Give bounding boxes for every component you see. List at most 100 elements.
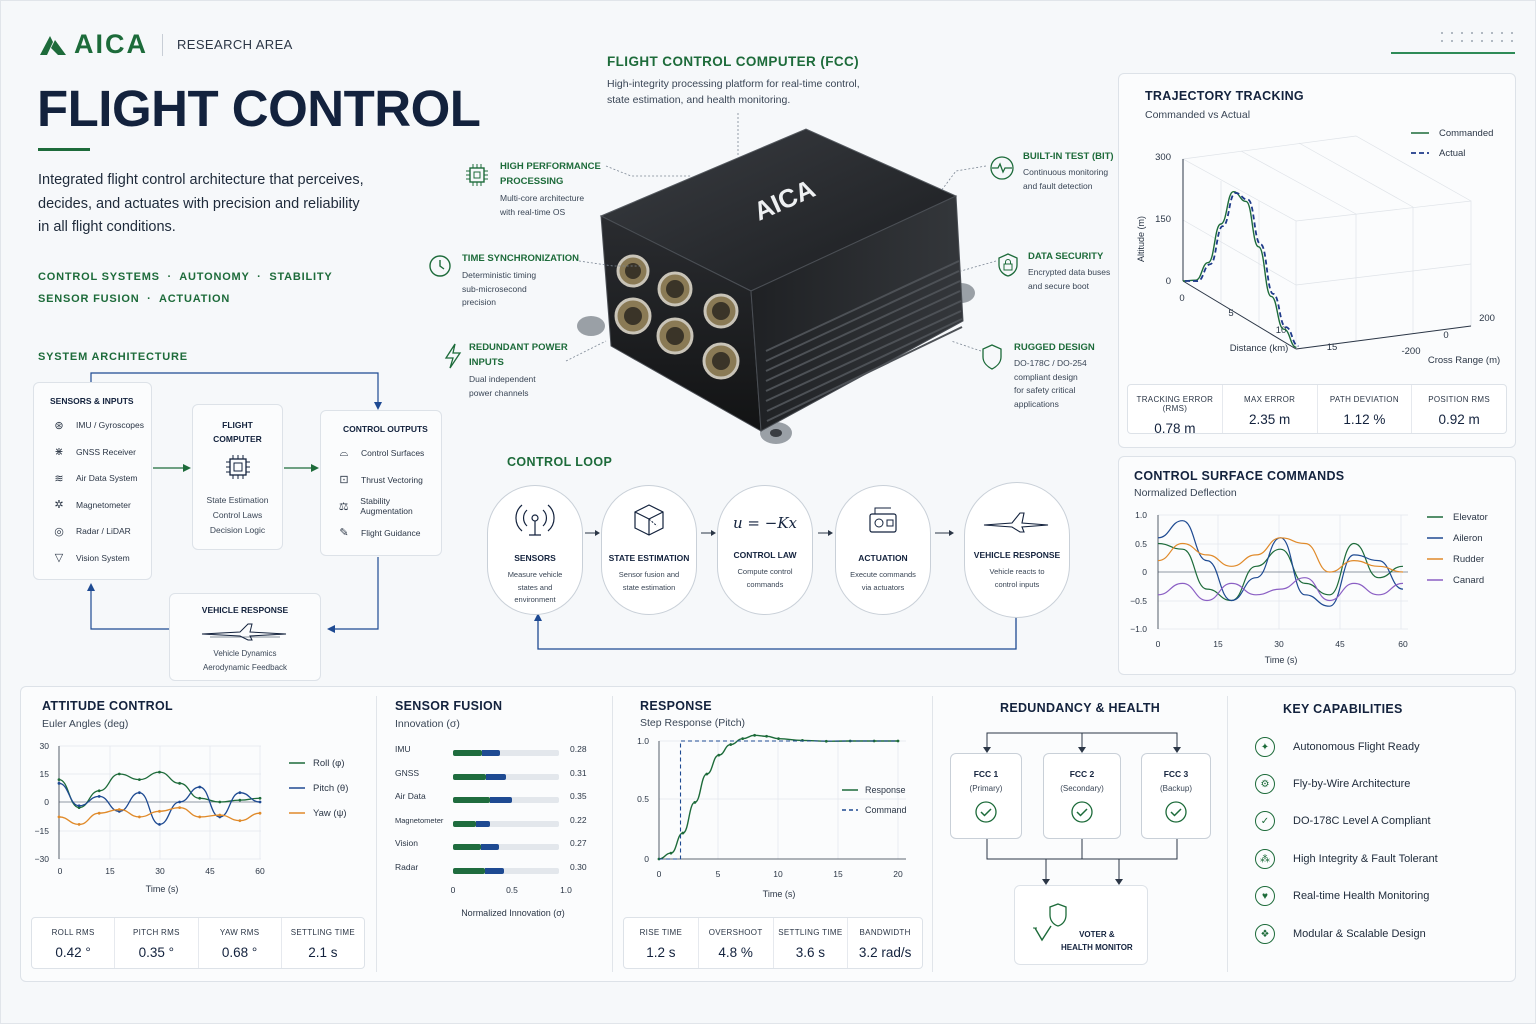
panel-divider: [612, 696, 613, 972]
fusion-bar-track: [453, 773, 559, 780]
axis-label: Time (s): [146, 884, 179, 894]
clock-icon: [429, 255, 451, 277]
fcc-desc-1: High-integrity processing platform for r…: [607, 78, 860, 90]
loop-step-desc: states and: [517, 582, 553, 592]
data-point: [117, 808, 121, 811]
callout-title: TIME SYNCHRONIZATION: [462, 253, 579, 264]
data-point: [57, 778, 61, 781]
shield-icon: ♥: [1255, 886, 1275, 906]
sensor-radar: ◎Radar / LiDAR: [50, 518, 151, 545]
tick-label: 0: [44, 797, 49, 807]
callout-leaders: [565, 113, 997, 362]
metric-label: PITCH RMS: [133, 928, 180, 937]
cube-icon: [634, 504, 664, 536]
metric-label: BANDWIDTH: [859, 928, 911, 937]
vr-desc-1: Vehicle Dynamics: [213, 649, 277, 658]
data-point: [872, 739, 876, 743]
data-point: [117, 772, 121, 776]
legend-label: Canard: [1453, 575, 1484, 586]
surface-chart: 1.0 0.5 0 −0.5 −1.0 0 15 30 45 60 Time (…: [1130, 510, 1488, 665]
fusion-bar-track: [453, 820, 559, 827]
hero-description: Integrated flight control architecture t…: [38, 172, 364, 235]
lightning-icon: [444, 343, 462, 369]
fusion-value: 0.28: [570, 744, 587, 754]
loop-step-desc: commands: [746, 579, 784, 589]
capabilities-title: KEY CAPABILITIES: [1283, 702, 1403, 716]
tick-label: 150: [1155, 214, 1171, 225]
surface-series-line: [1157, 542, 1404, 602]
tick-label: −1.0: [1130, 624, 1147, 634]
heartbeat-icon: [990, 156, 1014, 180]
sensor-label: Vision System: [76, 552, 130, 563]
callout-bit: BUILT-IN TEST (BIT) Continuous monitorin…: [989, 149, 1114, 193]
capability-label: Fly-by-Wire Architecture: [1293, 778, 1411, 790]
callout-title: REDUNDANT POWER: [469, 342, 568, 353]
axis-label: Normalized Innovation (σ): [461, 908, 565, 918]
legend-label: Pitch (θ): [313, 783, 348, 794]
fusion-value: 0.31: [570, 767, 587, 778]
control-outputs-box: CONTROL OUTPUTS ⌓Control Surfaces ⊡Thrus…: [320, 410, 442, 556]
brand-name: AICA: [74, 29, 148, 59]
data-point: [158, 823, 161, 826]
capability-item: ⁂High Integrity & Fault Tolerant: [1255, 849, 1438, 869]
fusion-bar-track: [453, 867, 559, 874]
tick-label: 0: [657, 869, 662, 879]
sensor-gnss: ⋇GNSS Receiver: [50, 439, 151, 466]
loop-connectors: [534, 530, 1017, 650]
fcc-unit-1: FCC 1 (Primary): [950, 753, 1022, 839]
tick-label: 15: [1213, 639, 1223, 649]
fcc-unit-role: (Secondary): [1060, 784, 1104, 793]
fusion-sensor-label: Air Data: [395, 791, 426, 801]
trajectory-series-line: [1182, 190, 1297, 348]
data-point: [896, 739, 900, 743]
tick-label: 0: [1179, 293, 1184, 304]
control-law-formula: u = −Kx: [733, 514, 797, 532]
surface-series-line: [1157, 577, 1404, 602]
fc-item: Control Laws: [212, 510, 263, 520]
data-point: [198, 815, 202, 819]
legend-label: Aileron: [1453, 533, 1483, 544]
fusion-bar-secondary: [484, 867, 504, 874]
tick-label: 45: [205, 866, 215, 876]
callout-desc: precision: [462, 297, 497, 307]
metric-label: MAX ERROR: [1244, 395, 1296, 404]
redundancy-connectors: [983, 732, 1181, 885]
loop-step-desc: Measure vehicle: [507, 570, 563, 579]
capability-label: DO-178C Level A Compliant: [1293, 815, 1431, 827]
tick-label: 10: [773, 869, 783, 879]
output-control-surfaces: ⌓Control Surfaces: [335, 440, 441, 467]
accent-line: [1391, 52, 1515, 54]
metric-value: 2.1 s: [308, 945, 338, 960]
sensor-magnetometer: ✲Magnetometer: [50, 492, 151, 519]
metric-label: RISE TIME: [639, 928, 683, 937]
callout-desc: Continuous monitoring: [1023, 167, 1109, 177]
redundancy-title: REDUNDANCY & HEALTH: [1000, 701, 1161, 715]
surface-panel: [1118, 456, 1516, 675]
callout-desc: Dual independent: [469, 374, 536, 384]
data-point: [198, 796, 202, 800]
tick-label: 30: [1274, 639, 1284, 649]
fcc-unit-name: FCC 3: [1163, 769, 1189, 779]
callout-desc: sub-microsecond: [462, 283, 527, 294]
data-point: [97, 795, 101, 798]
network-icon: ⁂: [1255, 849, 1275, 869]
output-stability: ⚖Stability Augmentation: [335, 493, 441, 520]
tag-line-1: CONTROL SYSTEMS · AUTONOMY · STABILITY: [38, 271, 333, 283]
trajectory-series-line: [1184, 192, 1299, 347]
fcc-unit-2: FCC 2 (Secondary): [1043, 753, 1121, 839]
data-point: [178, 806, 182, 809]
loop-step-desc: Sensor fusion and: [618, 570, 680, 579]
control-loop-title: CONTROL LOOP: [507, 455, 613, 469]
metric-value: 0.78 m: [1154, 421, 1196, 436]
sensor-label: Air Data System: [76, 473, 138, 484]
